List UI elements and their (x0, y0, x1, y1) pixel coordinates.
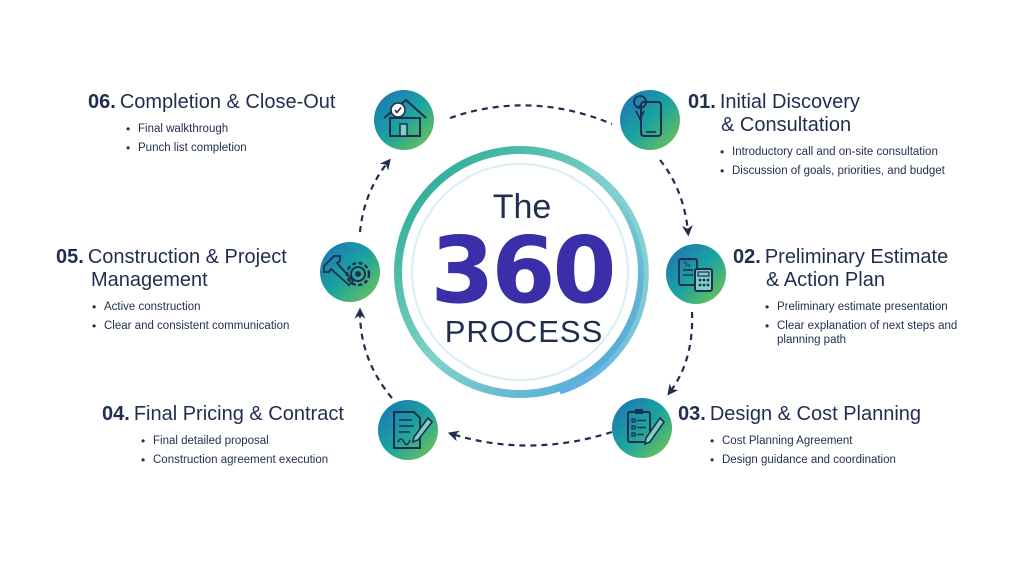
connector-01-02 (659, 159, 693, 237)
step-06: 06.Completion & Close-Out Final walkthro… (88, 91, 335, 160)
center-ring-outer (394, 146, 646, 398)
step-05-title-line1: Construction & Project (87, 246, 287, 268)
step-03-title-line1: Design & Cost Planning (709, 403, 922, 425)
step-01-title: 01.Initial Discovery & Consultation (688, 91, 945, 137)
step-06-title-line1: Completion & Close-Out (119, 91, 336, 113)
step-04-title-line1: Final Pricing & Contract (133, 403, 344, 425)
step-03-bullet-1: Cost Planning Agreement (708, 434, 921, 448)
step-04-number: 04. (102, 403, 130, 425)
step-01-bullet-2: Discussion of goals, priorities, and bud… (718, 164, 945, 178)
step-01-title-line1: Initial Discovery (719, 91, 860, 113)
step-06-number: 06. (88, 91, 116, 113)
center-ring-inner (411, 163, 629, 381)
svg-text:%: % (683, 260, 691, 269)
step-05-bullets: Active construction Clear and consistent… (90, 300, 289, 333)
center-ring-swoosh (559, 167, 649, 395)
step-03-bullet-2: Design guidance and coordination (708, 453, 921, 467)
phone-location-icon (620, 90, 680, 150)
step-01: 01.Initial Discovery & Consultation Intr… (688, 91, 945, 183)
center-text-the: The (493, 188, 552, 226)
dashed-connectors (354, 104, 694, 447)
step-02-bullets: Preliminary estimate presentation Clear … (763, 300, 957, 347)
step-03: 03.Design & Cost Planning Cost Planning … (678, 403, 921, 472)
step-02-bullet-1: Preliminary estimate presentation (763, 300, 957, 314)
connector-06-01 (449, 104, 613, 126)
house-check-icon (374, 90, 434, 150)
clipboard-pencil-icon (612, 398, 672, 458)
step-06-bullet-1: Final walkthrough (124, 122, 335, 136)
step-01-bullets: Introductory call and on-site consultati… (718, 145, 945, 178)
step-06-bullet-2: Punch list completion (124, 141, 335, 155)
step-02-title: 02.Preliminary Estimate & Action Plan (733, 246, 957, 292)
step-06-bullets: Final walkthrough Punch list completion (124, 122, 335, 155)
step-05: 05.Construction & Project Management Act… (56, 246, 289, 338)
step-04: 04.Final Pricing & Contract Final detail… (102, 403, 344, 472)
step-05-bullet-1: Active construction (90, 300, 289, 314)
step-02-title-line1: Preliminary Estimate (764, 246, 949, 268)
contract-pen-icon (378, 400, 438, 460)
connector-02-03 (667, 311, 694, 396)
center-emblem: The 360 PROCESS (394, 146, 649, 398)
step-01-title-line2: & Consultation (721, 114, 852, 136)
step-03-number: 03. (678, 403, 706, 425)
step-04-bullet-1: Final detailed proposal (139, 434, 344, 448)
step-01-bullet-1: Introductory call and on-site consultati… (718, 145, 945, 159)
step-02: 02.Preliminary Estimate & Action Plan Pr… (733, 246, 957, 352)
step-02-bullet-2: Clear explanation of next steps and (763, 319, 957, 333)
step-04-title: 04.Final Pricing & Contract (102, 403, 344, 426)
connector-05-06 (358, 158, 391, 233)
center-text-process: PROCESS (445, 314, 604, 349)
step-03-bullets: Cost Planning Agreement Design guidance … (708, 434, 921, 467)
step-03-title: 03.Design & Cost Planning (678, 403, 921, 426)
step-02-bullet-2-cont: planning path (777, 334, 847, 346)
step-02-number: 02. (733, 246, 761, 268)
center-text-360: 360 (430, 217, 613, 324)
step-02-title-line2: & Action Plan (766, 269, 885, 291)
step-05-bullet-2: Clear and consistent communication (90, 319, 289, 333)
step-01-number: 01. (688, 91, 716, 113)
connector-03-04 (447, 430, 613, 447)
step-04-bullet-2: Construction agreement execution (139, 453, 344, 467)
calculator-document-icon: % (666, 244, 726, 304)
connector-04-05 (354, 307, 393, 399)
step-06-title: 06.Completion & Close-Out (88, 91, 335, 114)
step-05-number: 05. (56, 246, 84, 268)
wrench-gear-icon (320, 242, 380, 302)
step-05-title: 05.Construction & Project Management (56, 246, 289, 292)
step-05-title-line2: Management (91, 269, 208, 291)
step-04-bullets: Final detailed proposal Construction agr… (139, 434, 344, 467)
